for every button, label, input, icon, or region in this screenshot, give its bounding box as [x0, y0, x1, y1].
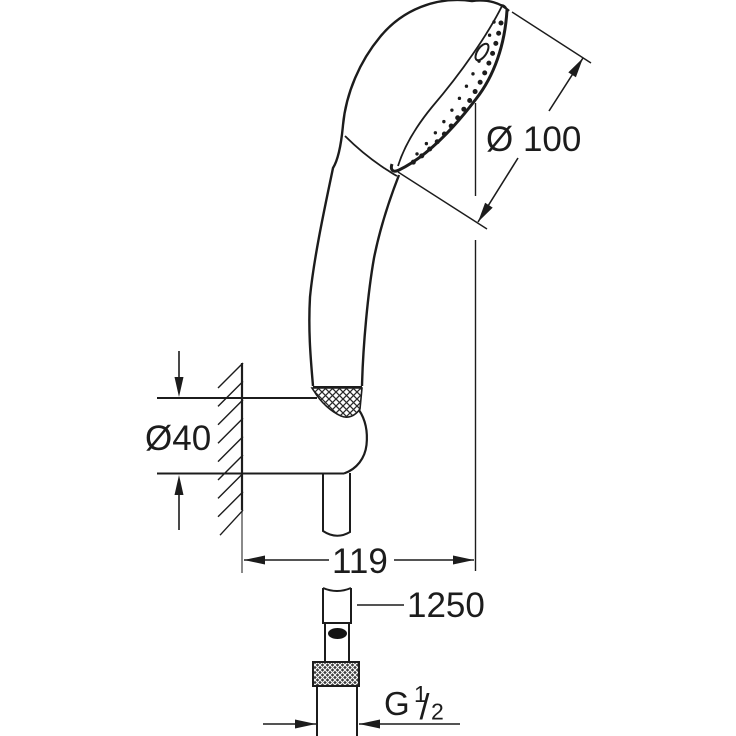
handle-right-edge — [360, 174, 401, 387]
arrowhead — [478, 202, 493, 222]
arrowhead — [453, 555, 474, 565]
hose-break-top — [322, 587, 352, 592]
hose-upper-segment — [322, 473, 351, 537]
dimension-head-diameter: Ø 100 — [397, 11, 592, 571]
thread-label-sup: 1 — [414, 681, 427, 707]
arrowhead — [359, 719, 380, 729]
wall-offset-label: 119 — [332, 542, 388, 581]
hose-piece-2 — [324, 623, 350, 662]
nozzle-dots-row-1 — [406, 20, 504, 168]
thread-label-sub: 2 — [431, 699, 444, 725]
holder-round-end — [343, 409, 368, 475]
knurled-nut — [312, 661, 360, 687]
head-handle-seam — [344, 135, 398, 177]
ext-line-top — [511, 11, 592, 64]
arrowhead — [244, 555, 265, 565]
arrowhead — [295, 719, 316, 729]
hose-end — [316, 686, 358, 736]
spray-face-inner-edge — [397, 4, 508, 167]
hand-shower — [308, 0, 510, 418]
hose-lower-segments — [312, 587, 360, 736]
hose-length-label: 1250 — [407, 586, 485, 625]
wall — [217, 362, 244, 573]
arrowhead — [174, 475, 184, 495]
hose-piece-1 — [322, 588, 352, 624]
nozzle-dots-row-2 — [412, 20, 496, 159]
hose-marking — [328, 628, 347, 639]
thread-label-slash: / — [420, 686, 430, 727]
wall-hatching — [217, 362, 244, 536]
knurled-cone — [310, 387, 363, 418]
dimension-wall-offset: 119 — [244, 542, 474, 581]
spray-face-outer-edge — [389, 9, 509, 173]
holder-diameter-label: Ø40 — [145, 419, 211, 458]
shower-body-outline — [308, 0, 510, 387]
label-hose-length: 1250 — [357, 586, 485, 625]
thread-label-g: G — [384, 685, 410, 722]
face-logo-slot — [474, 42, 490, 62]
wall-holder — [157, 397, 368, 475]
dimension-holder-diameter: Ø40 — [145, 351, 211, 530]
ext-line-bottom — [397, 171, 488, 230]
dimension-thread: G 1 / 2 — [263, 681, 460, 729]
arrowhead — [174, 377, 184, 397]
head-diameter-label: Ø 100 — [486, 120, 581, 159]
arrowhead — [568, 58, 583, 78]
